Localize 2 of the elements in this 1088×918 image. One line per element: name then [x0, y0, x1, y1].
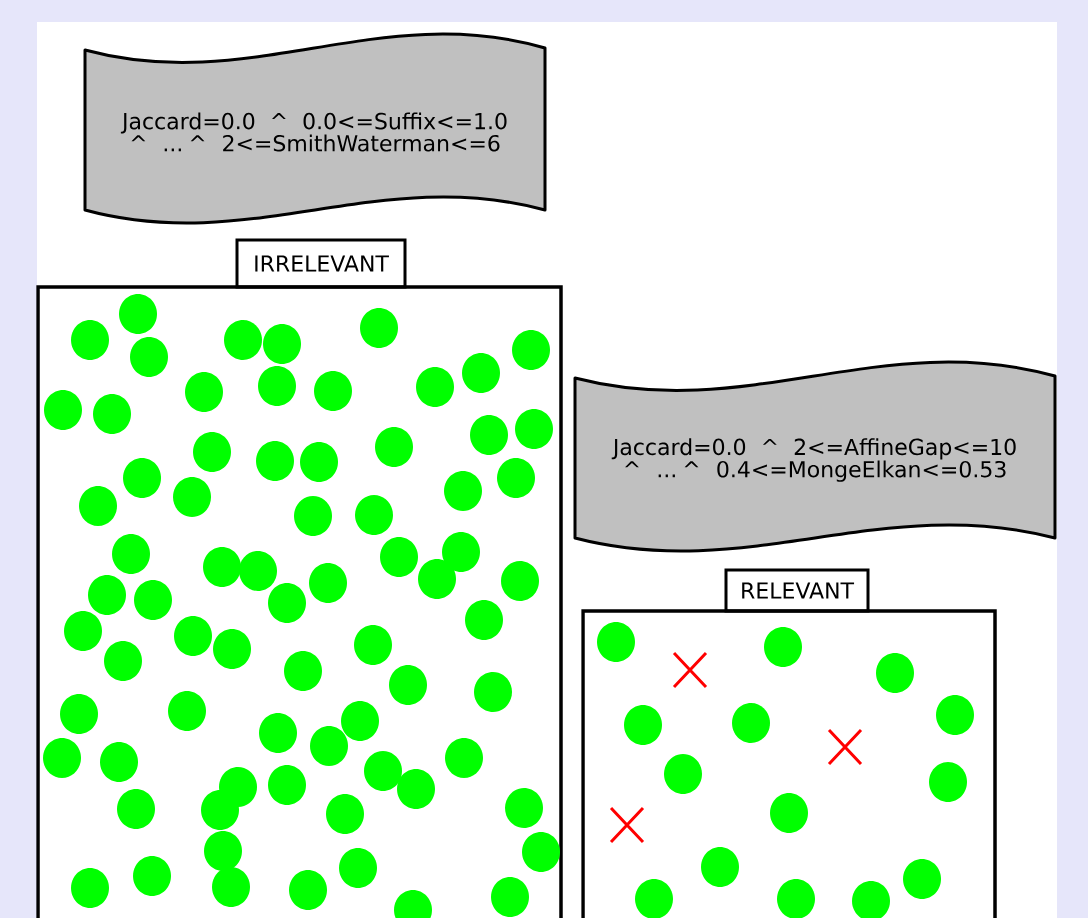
label-box: IRRELEVANT: [235, 238, 407, 289]
label-box: RELEVANT: [724, 568, 870, 613]
